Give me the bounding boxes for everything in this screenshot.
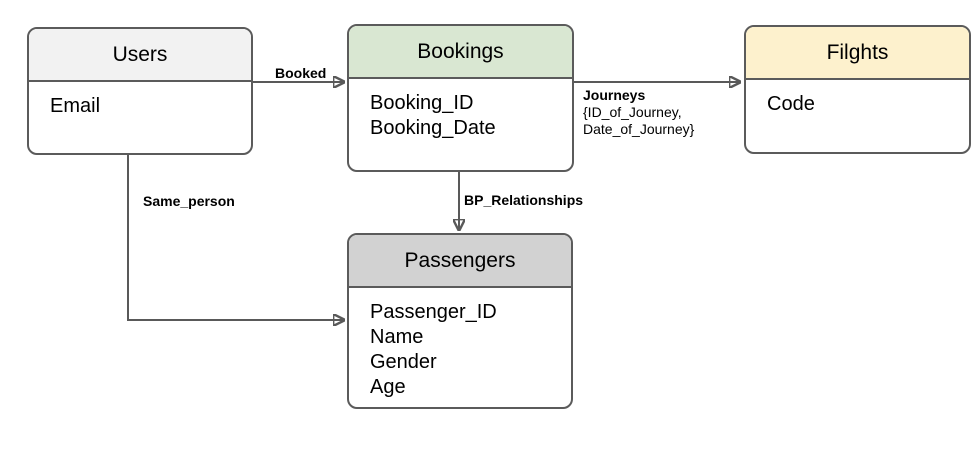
entity-bookings-title: Bookings xyxy=(417,39,504,63)
entity-users[interactable]: Users Email xyxy=(27,27,253,155)
relationship-label-journeys-title: Journeys xyxy=(583,87,646,103)
entity-bookings[interactable]: Bookings Booking_ID Booking_Date xyxy=(347,24,574,172)
entity-users-attributes: Email xyxy=(29,82,251,119)
arrow-users-to-passengers[interactable] xyxy=(127,155,344,320)
entity-users-title: Users xyxy=(112,42,168,66)
relationship-label-bp-relationships: BP_Relationships xyxy=(464,192,584,208)
attribute-gender: Gender xyxy=(370,351,437,373)
relationship-label-journeys: Journeys {ID_of_Journey, Date_of_Journey… xyxy=(583,87,694,138)
entity-flights-header: Filghts xyxy=(746,27,969,80)
attribute-code: Code xyxy=(767,93,815,115)
entity-bookings-attributes: Booking_ID Booking_Date xyxy=(349,79,572,141)
attribute-passenger-id: Passenger_ID xyxy=(370,301,497,323)
attribute-age: Age xyxy=(370,376,406,398)
attribute-booking-id: Booking_ID xyxy=(370,92,474,114)
attribute-booking-date: Booking_Date xyxy=(370,117,496,139)
entity-bookings-header: Bookings xyxy=(349,26,572,79)
entity-passengers-title: Passengers xyxy=(404,248,516,272)
entity-passengers[interactable]: Passengers Passenger_ID Name Gender Age xyxy=(347,233,573,409)
attribute-name: Name xyxy=(370,326,424,348)
relationship-label-booked: Booked xyxy=(275,65,327,81)
entity-flights[interactable]: Filghts Code xyxy=(744,25,971,154)
relationship-label-journeys-annotation-2: Date_of_Journey} xyxy=(583,121,695,137)
relationship-label-same-person: Same_person xyxy=(143,193,235,209)
entity-flights-attributes: Code xyxy=(746,80,969,117)
entity-users-header: Users xyxy=(29,29,251,82)
entity-flights-title: Filghts xyxy=(826,40,889,64)
entity-passengers-header: Passengers xyxy=(349,235,571,288)
entity-passengers-attributes: Passenger_ID Name Gender Age xyxy=(349,288,571,400)
relationship-label-journeys-annotation-1: {ID_of_Journey, xyxy=(583,104,682,120)
attribute-email: Email xyxy=(50,95,101,117)
